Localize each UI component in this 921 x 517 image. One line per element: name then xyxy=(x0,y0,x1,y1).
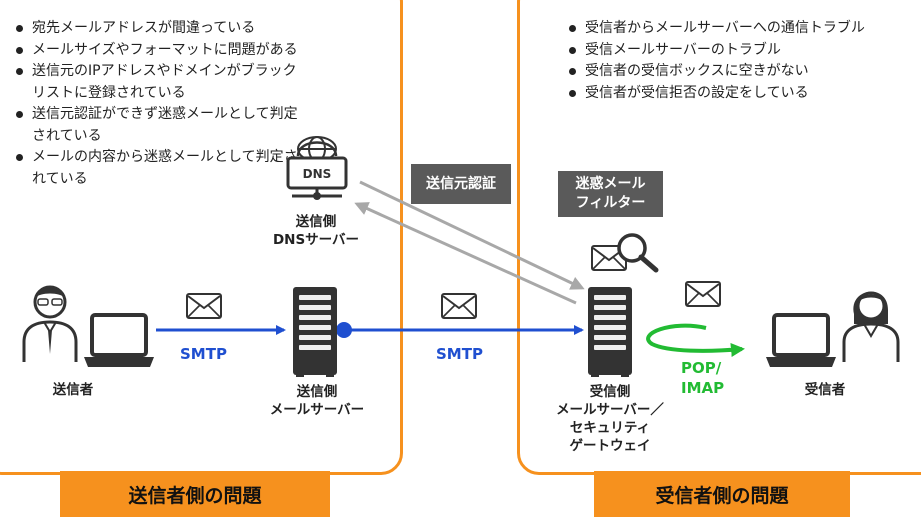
list-item: メールサイズやフォーマットに問題がある xyxy=(12,40,302,62)
receiver-side-panel xyxy=(517,0,921,475)
smtp-label-mid: SMTP xyxy=(436,345,483,363)
receiver-laptop-icon xyxy=(764,313,838,369)
sender-auth-tag: 送信元認証 xyxy=(411,164,511,204)
sender-side-panel xyxy=(0,0,403,475)
receiver-person-icon xyxy=(842,291,900,362)
receiving-server-label: 受信側 メールサーバー／ セキュリティ ゲートウェイ xyxy=(556,384,664,454)
pop-imap-arrow xyxy=(646,323,745,357)
auth-arrow-to-dns xyxy=(354,202,577,305)
list-item: 宛先メールアドレスが間違っている xyxy=(12,18,302,40)
receiver-issues-list: 受信者からメールサーバーへの通信トラブル 受信メールサーバーのトラブル 受信者の… xyxy=(565,18,905,104)
sending-server-label: 送信側 メールサーバー xyxy=(269,384,365,418)
smtp-connector-dot xyxy=(336,322,352,338)
receiver-side-footer: 受信者側の問題 xyxy=(594,471,850,517)
receiver-label: 受信者 xyxy=(804,382,846,398)
sending-server-icon xyxy=(293,287,337,377)
sender-side-footer: 送信者側の問題 xyxy=(60,471,330,517)
mail-envelope-icon xyxy=(186,293,222,319)
sender-label: 送信者 xyxy=(52,382,94,398)
sender-person-icon xyxy=(22,285,78,362)
pop-imap-label: POP/ IMAP xyxy=(681,359,725,397)
dns-server-icon: DNS xyxy=(286,136,348,200)
list-item: 受信者からメールサーバーへの通信トラブル xyxy=(565,18,905,40)
list-item: 受信メールサーバーのトラブル xyxy=(565,40,905,62)
spam-filter-tag: 迷惑メール フィルター xyxy=(558,171,663,217)
list-item: 受信者の受信ボックスに空きがない xyxy=(565,61,905,83)
dns-icon-text: DNS xyxy=(303,167,332,181)
mail-envelope-icon xyxy=(685,281,721,307)
receiving-server-icon xyxy=(588,287,632,377)
list-item: 送信元のIPアドレスやドメインがブラックリストに登録されている xyxy=(12,61,302,104)
list-item: 送信元認証ができず迷惑メールとして判定されている xyxy=(12,104,302,147)
mail-envelope-icon xyxy=(441,293,477,319)
list-item: 受信者が受信拒否の設定をしている xyxy=(565,83,905,105)
auth-arrow-to-receiver xyxy=(359,180,585,290)
list-item: メールの内容から迷惑メールとして判定されている xyxy=(12,147,302,190)
smtp-label-left: SMTP xyxy=(180,345,227,363)
sender-issues-list: 宛先メールアドレスが間違っている メールサイズやフォーマットに問題がある 送信元… xyxy=(12,18,302,190)
dns-server-label: 送信側 DNSサーバー xyxy=(272,214,360,248)
sender-laptop-icon xyxy=(82,313,156,369)
spam-filter-icon xyxy=(591,233,659,273)
